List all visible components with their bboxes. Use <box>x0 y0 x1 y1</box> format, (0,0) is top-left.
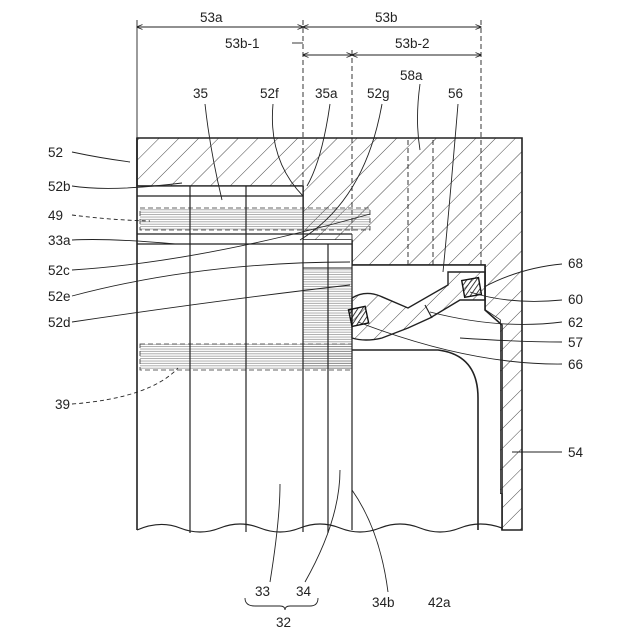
label-53b-1: 53b-1 <box>225 36 260 51</box>
label-66: 66 <box>568 357 583 372</box>
label-56: 56 <box>448 86 463 101</box>
label-60: 60 <box>568 292 583 307</box>
label-33a: 33a <box>48 233 71 248</box>
label-32: 32 <box>276 615 291 630</box>
label-52b: 52b <box>48 179 71 194</box>
label-52d: 52d <box>48 315 71 330</box>
label-34b: 34b <box>372 595 395 610</box>
label-35: 35 <box>193 86 208 101</box>
label-58a: 58a <box>400 68 423 83</box>
label-53a: 53a <box>200 10 223 25</box>
label-52g: 52g <box>367 86 390 101</box>
label-57: 57 <box>568 335 583 350</box>
label-52c: 52c <box>48 263 70 278</box>
label-35a: 35a <box>315 86 338 101</box>
label-33: 33 <box>255 584 270 599</box>
label-68: 68 <box>568 256 583 271</box>
label-42a: 42a <box>428 595 451 610</box>
label-34: 34 <box>296 584 312 599</box>
label-52: 52 <box>48 145 63 160</box>
label-54: 54 <box>568 445 584 460</box>
label-62: 62 <box>568 315 583 330</box>
label-39: 39 <box>55 397 70 412</box>
label-53b-2: 53b-2 <box>395 36 430 51</box>
label-52f: 52f <box>260 86 279 101</box>
label-49: 49 <box>48 208 63 223</box>
o-ring-66 <box>349 306 369 326</box>
label-53b: 53b <box>375 10 398 25</box>
region-49-shade <box>140 208 370 230</box>
label-52e: 52e <box>48 289 71 304</box>
